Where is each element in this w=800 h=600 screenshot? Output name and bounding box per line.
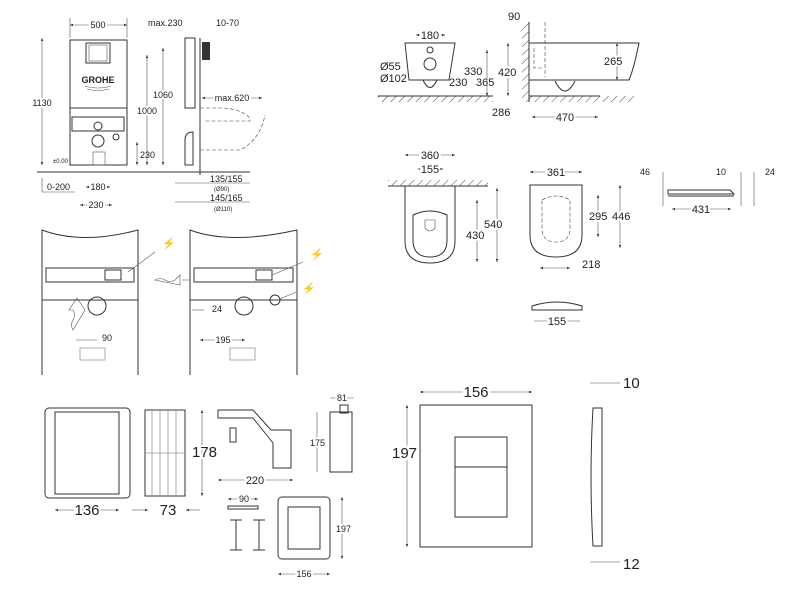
dim-top-bolt-spacing: 155 — [421, 164, 439, 176]
dim-drain-offset: 180 — [90, 182, 105, 192]
dim-supply-height: 230 — [140, 150, 155, 160]
dim-seat-length: 446 — [612, 211, 630, 223]
dim-inlet-height: 330 — [464, 66, 482, 78]
floor-level: ±0.00 — [53, 159, 69, 165]
dim-plate-width: 156 — [463, 384, 488, 401]
grohe-logo: GROHE — [81, 75, 114, 85]
dim-outlet-dia: Ø102 — [380, 73, 407, 85]
dim-floor-gap: 286 — [492, 107, 510, 119]
dim-plate-height: 197 — [392, 445, 417, 462]
dim-plate-depth-bottom: 12 — [623, 556, 640, 573]
pipe-90-note: (Ø90) — [214, 187, 229, 193]
dim-pipe-90: 135/155 — [210, 174, 243, 184]
frame-detail-views: ⚡ ⚡ ⚡ 90 24 195 — [41, 229, 324, 375]
dim-seat-height: 46 — [640, 167, 650, 177]
dim-bowl-height: 265 — [604, 56, 622, 68]
dim-connection-height: 1060 — [153, 90, 173, 100]
dim-cover-height: 178 — [192, 444, 217, 461]
dim-outlet-height: 230 — [449, 77, 467, 89]
frame-front-view: GROHE 500 1130 1000 230 ±0.00 0-200 180 … — [30, 18, 250, 212]
dim-box-width: 81 — [337, 393, 347, 403]
dim-depth-max: max.230 — [148, 18, 183, 28]
pipe-110-note: (Ø110) — [214, 207, 232, 213]
bowl-views: 180 Ø55 Ø102 330 230 365 90 420 265 286 … — [378, 11, 640, 264]
dim-rail-length: 90 — [239, 494, 249, 504]
dim-plate-frame-width: 156 — [296, 569, 311, 579]
dim-total-thickness: 24 — [765, 167, 775, 177]
dim-hinge-spacing: 155 — [548, 316, 566, 328]
accessories: 136 73 178 220 81 175 90 197 156 — [44, 391, 354, 581]
dim-plate-frame-height: 197 — [336, 524, 351, 534]
dim-lid-thickness: 10 — [716, 167, 726, 177]
lightning-icon: ⚡ — [310, 248, 324, 261]
dim-drain-width: 230 — [88, 200, 103, 210]
dim-cover-depth: 73 — [160, 502, 177, 519]
seat-views: 361 295 446 218 155 46 10 24 431 — [529, 165, 775, 330]
dim-side-distance: 195 — [215, 335, 230, 345]
lightning-icon: ⚡ — [302, 282, 316, 295]
dim-frame-width-small: 136 — [74, 502, 99, 519]
dim-seat-inner-length: 295 — [589, 211, 607, 223]
dim-inlet-dia: Ø55 — [380, 61, 401, 73]
dim-bowl-projection: max.620 — [215, 93, 250, 103]
dim-wall-depth: 90 — [508, 11, 520, 23]
dim-bolt-height: 365 — [476, 77, 494, 89]
dim-bolt-to-front: 430 — [466, 230, 484, 242]
dim-rim-height: 420 — [498, 67, 516, 79]
dim-bracket-length: 220 — [246, 475, 264, 487]
dim-top-width: 360 — [421, 150, 439, 162]
dim-projection: 470 — [556, 112, 574, 124]
dim-frame-height: 1130 — [32, 98, 51, 108]
dim-plate-depth: 10 — [623, 375, 640, 392]
dim-supply-offset: 90 — [102, 333, 112, 343]
dim-seat-side-length: 431 — [692, 204, 710, 216]
dim-plate-height: 1000 — [137, 106, 157, 116]
dim-pipe-110: 145/165 — [210, 193, 243, 203]
lightning-icon: ⚡ — [162, 237, 176, 250]
dim-seat-half-width: 218 — [582, 259, 600, 271]
dim-wall-gap: 10-70 — [216, 18, 239, 28]
dim-bolt-spacing: 180 — [421, 30, 439, 42]
flush-plate-views: 156 197 10 12 — [390, 375, 640, 573]
dim-adjust: 0-200 — [47, 182, 70, 192]
dim-frame-width: 500 — [90, 20, 105, 30]
dim-box-height: 175 — [310, 438, 325, 448]
dim-top-length: 540 — [484, 219, 502, 231]
dim-side-offset: 24 — [212, 304, 222, 314]
frame-side-view: max.230 10-70 1060 max.620 135/155 (Ø90)… — [148, 18, 266, 213]
dim-seat-width: 361 — [547, 167, 565, 179]
